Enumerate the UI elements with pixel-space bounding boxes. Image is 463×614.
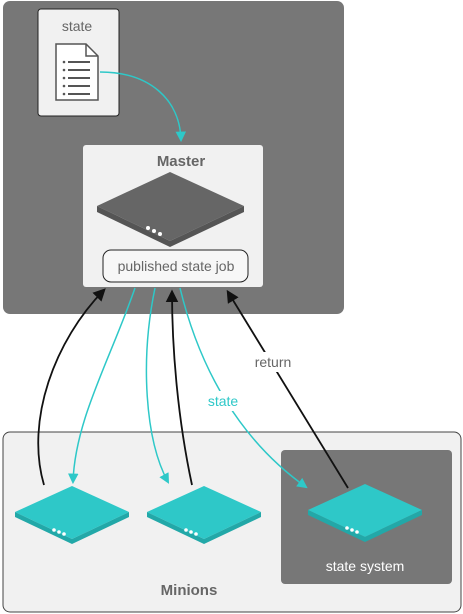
arrow-state-to-minion-2 (145, 287, 170, 484)
document-icon (55, 43, 99, 101)
arrow-return-from-minion-1 (37, 288, 106, 486)
minion-server-icon-1 (15, 486, 129, 544)
state-document-card: state (37, 8, 120, 117)
arrow-doc-to-master (99, 71, 187, 143)
published-state-job-label: published state job (118, 258, 235, 274)
state-doc-label: state (62, 18, 93, 34)
minion-server-icon-2 (147, 486, 261, 544)
state-arrow-label: state (208, 393, 239, 409)
arrow-state-to-minion-1 (68, 287, 136, 485)
master-panel: Master published state job (83, 145, 263, 287)
state-system-label: state system (326, 558, 405, 574)
published-state-job-box (102, 249, 249, 283)
return-label: return (255, 354, 292, 370)
arrow-return-from-minion-2 (165, 289, 193, 486)
arrow-return-from-minion-3 (226, 289, 349, 489)
minions-title: Minions (161, 582, 218, 599)
master-server-icon (97, 172, 244, 247)
master-title: Master (157, 153, 206, 170)
minion-server-icon-3 (308, 484, 422, 542)
